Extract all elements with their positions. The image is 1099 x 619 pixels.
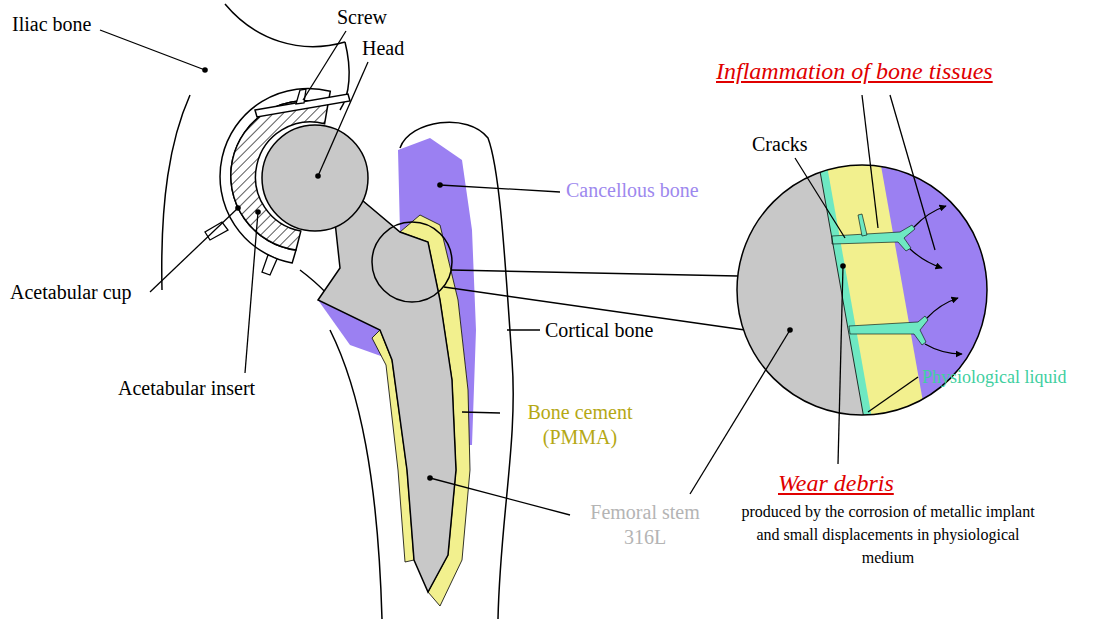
femoral-stem bbox=[318, 190, 456, 592]
part-label: Head bbox=[362, 36, 404, 61]
part-label: Acetabular cup bbox=[10, 280, 132, 305]
emphasis-label: Inflammation of bone tissues bbox=[716, 56, 993, 86]
part-label: Cancellous bone bbox=[566, 178, 699, 203]
emphasis-label: Wear debris bbox=[778, 468, 894, 498]
part-label: Cracks bbox=[752, 132, 808, 157]
part-label: Cortical bone bbox=[545, 318, 653, 343]
femoral-head bbox=[262, 125, 368, 231]
part-label: Screw bbox=[337, 5, 387, 30]
zoom-marker bbox=[372, 222, 452, 302]
zoom-line bbox=[451, 270, 738, 276]
leader-lines bbox=[100, 30, 935, 515]
leader-dots bbox=[202, 67, 846, 481]
note-text: produced by the corrosion of metallic im… bbox=[738, 500, 1038, 570]
cup-lug bbox=[262, 255, 277, 275]
part-label: Physiological liquid bbox=[922, 366, 1067, 389]
cup-lug bbox=[205, 222, 228, 240]
part-label: Bone cement (PMMA) bbox=[505, 400, 655, 450]
zoom-detail bbox=[730, 160, 1000, 430]
part-label: Femoral stem 316L bbox=[575, 500, 715, 550]
part-label: Acetabular insert bbox=[118, 376, 255, 401]
part-label: Iliac bone bbox=[12, 12, 91, 37]
